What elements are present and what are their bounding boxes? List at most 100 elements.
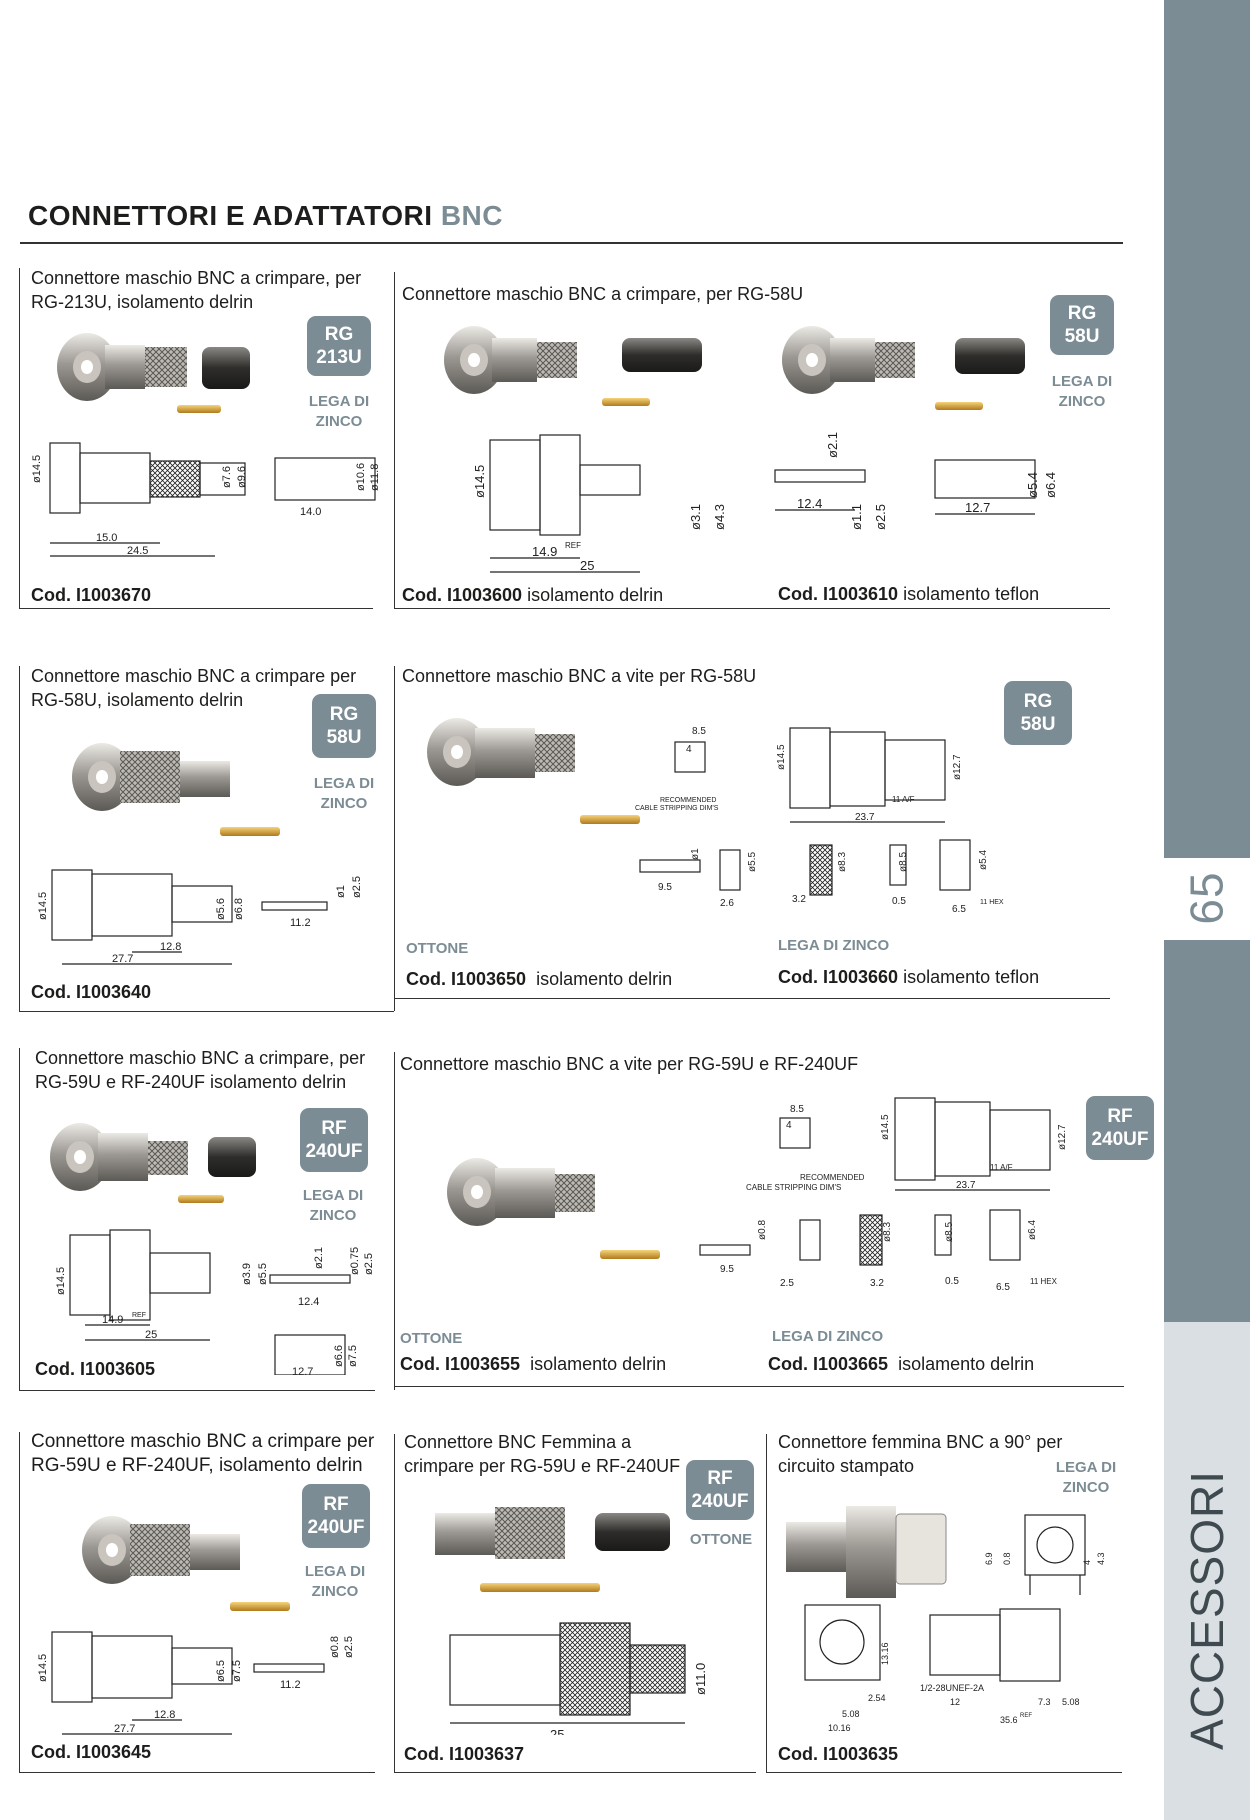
svg-text:ø12.7: ø12.7 bbox=[1057, 1124, 1068, 1150]
panel-border bbox=[19, 1048, 20, 1390]
svg-text:4: 4 bbox=[786, 1120, 792, 1131]
svg-text:ø5.5: ø5.5 bbox=[257, 1263, 269, 1285]
product-code: Cod. I1003660 isolamento teflon bbox=[778, 967, 1040, 987]
svg-text:25: 25 bbox=[550, 1727, 564, 1735]
svg-text:0.8: 0.8 bbox=[1002, 1552, 1012, 1565]
material-label: LEGA DI ZINCO bbox=[304, 1563, 366, 1600]
panel-border bbox=[394, 1434, 395, 1772]
svg-text:ø6.8: ø6.8 bbox=[233, 898, 245, 920]
svg-text:11 A/F: 11 A/F bbox=[990, 1163, 1013, 1172]
svg-text:12.4: 12.4 bbox=[298, 1296, 319, 1308]
product-code: Cod. I1003670 bbox=[31, 585, 152, 605]
svg-text:12.7: 12.7 bbox=[965, 500, 990, 515]
product-code: Cod. I1003637 bbox=[404, 1744, 525, 1764]
title-rule bbox=[20, 242, 1123, 244]
svg-text:ø2.5: ø2.5 bbox=[873, 504, 888, 530]
svg-text:7.3: 7.3 bbox=[1038, 1697, 1051, 1707]
product-code: Cod. I1003600 isolamento delrin bbox=[402, 585, 664, 605]
svg-text:12.8: 12.8 bbox=[154, 1709, 175, 1721]
svg-text:ø7.5: ø7.5 bbox=[347, 1345, 359, 1367]
svg-text:ø14.5: ø14.5 bbox=[31, 455, 43, 483]
technical-drawing: ø14.5 12.8 27.7 ø5.6 ø6.8 ø1 ø2.5 11.2 bbox=[37, 869, 363, 965]
connector-photo bbox=[435, 1507, 670, 1592]
svg-text:11 HEX: 11 HEX bbox=[1030, 1277, 1058, 1286]
material-label: LEGA DI ZINCO bbox=[308, 393, 370, 430]
svg-text:6.9: 6.9 bbox=[984, 1552, 994, 1565]
panel-border bbox=[394, 272, 395, 608]
svg-text:REF: REF bbox=[132, 1312, 146, 1319]
svg-text:11.2: 11.2 bbox=[280, 1679, 301, 1691]
svg-text:0.5: 0.5 bbox=[945, 1276, 959, 1287]
panel-border bbox=[394, 1052, 395, 1390]
panel-border bbox=[394, 666, 395, 1011]
product-description: Connettore maschio BNC a vite per RG-59U… bbox=[400, 1054, 859, 1074]
product-description: Connettore maschio BNC a crimpare per RG… bbox=[31, 666, 357, 710]
panel-border bbox=[19, 1011, 394, 1012]
panel-border bbox=[19, 268, 20, 608]
technical-drawing: ø14.5 ø7.6 ø9.6 ø10.6 ø11.8 14.0 15.0 24… bbox=[31, 442, 381, 557]
svg-text:ø12.7: ø12.7 bbox=[952, 754, 963, 780]
svg-text:ø6.6: ø6.6 bbox=[333, 1345, 345, 1367]
panel-border bbox=[19, 1432, 20, 1772]
svg-text:25: 25 bbox=[145, 1329, 157, 1341]
svg-text:2.5: 2.5 bbox=[780, 1278, 794, 1289]
svg-text:REF: REF bbox=[1020, 1713, 1032, 1719]
connector-photo bbox=[427, 718, 640, 824]
panel-border bbox=[394, 1386, 1124, 1387]
material-label: OTTONE bbox=[406, 940, 469, 957]
svg-text:8.5: 8.5 bbox=[790, 1104, 804, 1115]
sidebar-band-middle bbox=[1164, 940, 1250, 1322]
product-description: Connettore BNC Femmina a crimpare per RG… bbox=[404, 1432, 681, 1476]
svg-text:ø1: ø1 bbox=[335, 885, 347, 898]
svg-text:8.5: 8.5 bbox=[692, 726, 706, 737]
svg-text:13.16: 13.16 bbox=[880, 1642, 890, 1665]
connector-photo bbox=[57, 333, 250, 413]
product-code: Cod. I1003610 isolamento teflon bbox=[778, 584, 1040, 604]
svg-text:ø14.5: ø14.5 bbox=[776, 744, 787, 770]
material-label: OTTONE bbox=[400, 1330, 463, 1347]
technical-drawing: ø2.1 12.4 ø1.1 ø2.5 12.7 ø5.4 ø6.4 bbox=[774, 432, 1058, 530]
svg-text:ø7.6: ø7.6 bbox=[221, 466, 233, 488]
svg-text:14.9: 14.9 bbox=[102, 1314, 123, 1326]
svg-text:3.2: 3.2 bbox=[792, 894, 806, 905]
svg-text:ø8.3: ø8.3 bbox=[882, 1222, 893, 1242]
panel-border bbox=[19, 666, 20, 1011]
product-description: Connettore maschio BNC a crimpare per RG… bbox=[31, 1431, 375, 1476]
material-label: LEGA DI ZINCO bbox=[302, 1187, 364, 1224]
product-description: Connettore femmina BNC a 90° per circuit… bbox=[778, 1432, 1063, 1476]
panel-border bbox=[19, 1390, 375, 1391]
svg-text:ø2.1: ø2.1 bbox=[313, 1247, 325, 1269]
svg-text:ø6.4: ø6.4 bbox=[1027, 1220, 1038, 1240]
panel-border bbox=[19, 1772, 375, 1773]
svg-text:4: 4 bbox=[1082, 1560, 1092, 1565]
svg-text:ø0.8: ø0.8 bbox=[757, 1220, 768, 1240]
svg-text:ø8.3: ø8.3 bbox=[837, 852, 848, 872]
svg-text:10.16: 10.16 bbox=[828, 1723, 851, 1733]
svg-text:2.6: 2.6 bbox=[720, 898, 734, 909]
product-description: Connettore maschio BNC a crimpare, per R… bbox=[35, 1048, 366, 1092]
svg-text:REF: REF bbox=[565, 541, 581, 550]
connector-photo bbox=[82, 1516, 290, 1611]
sidebar-band-top bbox=[1164, 0, 1250, 858]
svg-text:9.5: 9.5 bbox=[658, 882, 672, 893]
svg-text:25: 25 bbox=[580, 558, 594, 573]
svg-text:RECOMMENDED: RECOMMENDED bbox=[800, 1173, 865, 1182]
panel-border bbox=[19, 608, 373, 609]
product-code: Cod. I1003605 bbox=[35, 1359, 156, 1379]
material-label: LEGA DI ZINCO bbox=[1051, 373, 1113, 410]
svg-text:12.7: 12.7 bbox=[292, 1366, 313, 1375]
svg-text:11 A/F: 11 A/F bbox=[892, 795, 915, 804]
page-number: 65 bbox=[1180, 871, 1233, 925]
svg-text:RECOMMENDED: RECOMMENDED bbox=[660, 797, 716, 804]
svg-text:ø14.5: ø14.5 bbox=[472, 465, 487, 498]
svg-text:5.08: 5.08 bbox=[842, 1709, 860, 1719]
svg-text:27.7: 27.7 bbox=[114, 1723, 135, 1735]
technical-drawing: ø11.0 25 bbox=[449, 1622, 708, 1735]
svg-text:ø5.4: ø5.4 bbox=[1025, 472, 1040, 498]
svg-text:ø5.4: ø5.4 bbox=[978, 850, 989, 870]
svg-text:ø14.5: ø14.5 bbox=[880, 1114, 891, 1140]
